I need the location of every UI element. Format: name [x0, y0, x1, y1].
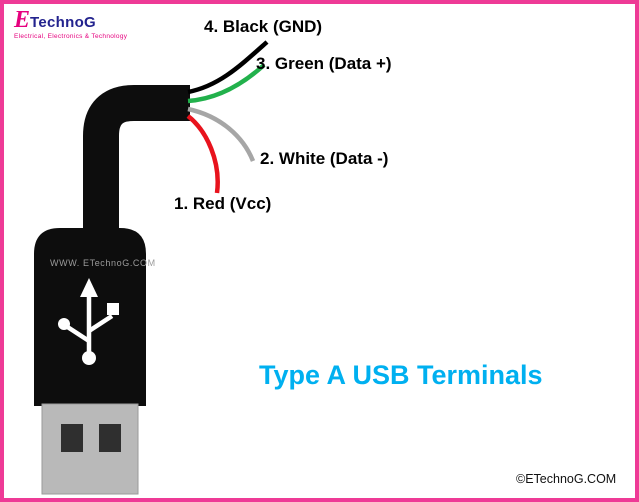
usb-cable [83, 85, 190, 254]
brand-logo-wordmark: E TechnoG [14, 8, 127, 32]
brand-logo-name: TechnoG [30, 14, 97, 31]
usb-shell-hole-right [99, 424, 121, 452]
usb-wiring-diagram: WWW. ETechnoG.COM [34, 40, 269, 495]
usb-metal-shell [41, 403, 139, 495]
wire-green [187, 63, 266, 104]
copyright-text: ©ETechnoG.COM [516, 472, 617, 486]
brand-logo: E TechnoG Electrical, Electronics & Tech… [14, 8, 127, 41]
label-wire-black-gnd: 4. Black (GND) [204, 17, 323, 36]
wire-red [186, 114, 220, 194]
wire-white [187, 106, 256, 162]
watermark-text: WWW. ETechnoG.COM [50, 258, 156, 268]
wire-black [187, 40, 269, 95]
brand-logo-letter: E [14, 7, 31, 33]
label-wire-red-vcc: 1. Red (Vcc) [174, 194, 272, 213]
label-wire-green-data-plus: 3. Green (Data +) [256, 54, 392, 73]
diagram-title: Type A USB Terminals [259, 360, 543, 390]
usb-trident-icon [58, 278, 119, 365]
brand-logo-tagline: Electrical, Electronics & Technology [14, 33, 128, 40]
label-wire-white-data-minus: 2. White (Data -) [260, 149, 389, 168]
usb-shell-hole-left [61, 424, 83, 452]
